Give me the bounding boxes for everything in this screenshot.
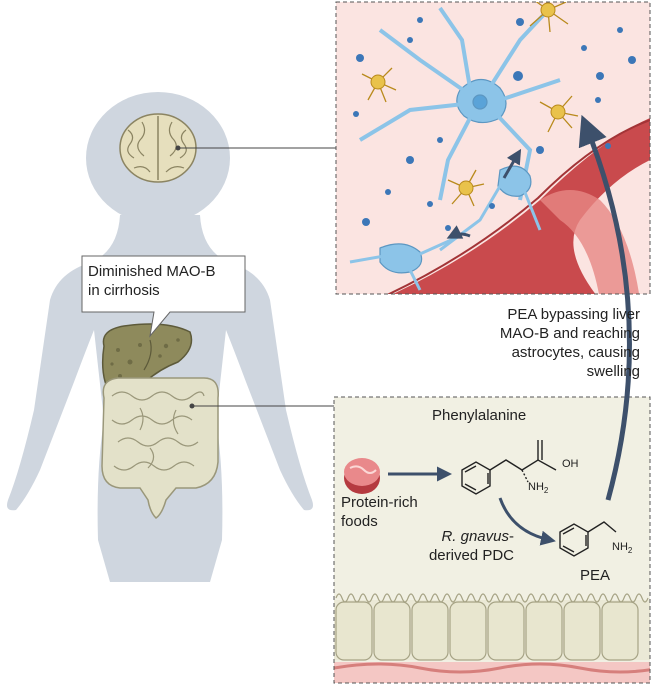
gnavus-line-2: derived PDC [428,547,514,564]
brain-icon [119,113,197,183]
pea-note-line-1: PEA bypassing liver [507,306,640,323]
meat-icon [344,458,380,494]
pea-note-line-2: MAO-B and reaching [499,325,640,342]
pea-note-line-3: astrocytes, causing [511,344,640,361]
brain-uptake-arrow-2 [502,148,522,179]
gut-inset-panel [333,396,651,684]
phenylalanine-label: Phenylalanine [432,407,527,424]
conversion-arrow-2 [498,497,556,546]
brain-connector-dot [175,145,181,151]
brain-uptake-arrow-1 [446,225,471,239]
pea-bypass-note: PEA bypassing liver MAO-B and reaching a… [400,305,640,381]
protein-line-2: foods [341,513,378,530]
pea-to-brain-arrow [578,114,632,501]
gnavus-pdc-label: R. gnavus- derived PDC [392,527,514,565]
amine-label-2: NH2 [612,541,633,556]
pea-label: PEA [580,567,611,584]
pea-note-line-4: swelling [586,363,640,380]
intestine-icon [101,377,219,519]
mao-b-callout-bubble [81,255,246,338]
astrocyte-icon [349,6,561,291]
protein-line-1: Protein-rich [341,494,418,511]
hydroxyl-label: OH [562,458,579,470]
gnavus-species: R. gnavus [441,528,509,545]
brain-inset-panel [335,1,651,295]
pea-structure [559,521,617,557]
neuron-icon [361,2,579,207]
mao-b-callout-text: Diminished MAO-B in cirrhosis [88,262,216,300]
callout-line-1: Diminished MAO-B [88,263,216,280]
phenylalanine-structure [461,440,557,495]
pea-molecule-dots [353,17,636,231]
callout-line-2: in cirrhosis [88,282,160,299]
gut-epithelium [334,593,650,683]
amine-label-1: NH2 [528,481,549,496]
blood-vessel-icon [393,118,650,294]
gut-connector-dot [189,403,195,409]
protein-foods-label: Protein-rich foods [341,493,418,531]
